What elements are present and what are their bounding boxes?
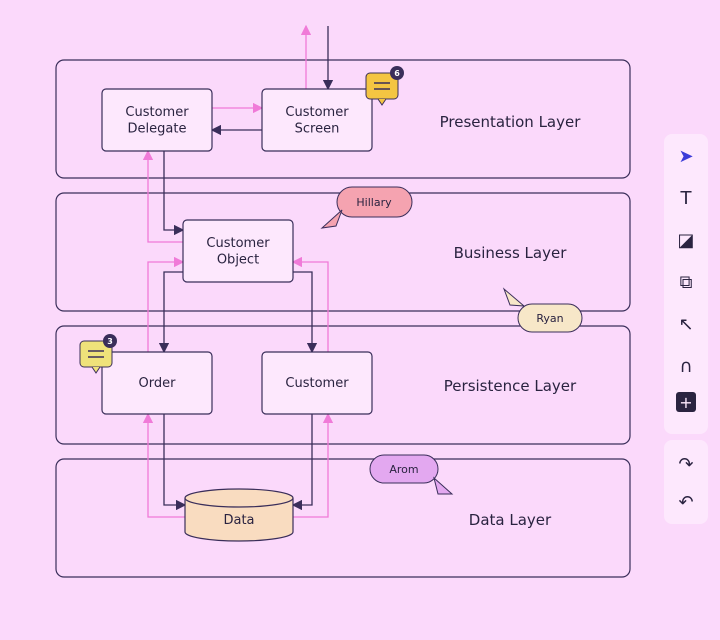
- layer-presentation-label: Presentation Layer: [440, 113, 582, 131]
- sticky-note-icon[interactable]: ◪: [677, 229, 695, 251]
- node-data-label: Data: [223, 513, 254, 528]
- cursor-arom: Arom: [369, 454, 454, 495]
- layer-presentation[interactable]: Presentation Layer: [55, 59, 631, 179]
- redo-icon[interactable]: ↷: [678, 453, 694, 475]
- text-tool-icon[interactable]: T: [680, 187, 692, 209]
- cursor-arrow-icon: [320, 209, 343, 229]
- layer-persistence-label: Persistence Layer: [444, 377, 577, 395]
- node-order[interactable]: Order: [101, 351, 213, 415]
- connector-icon[interactable]: ↖: [678, 313, 694, 335]
- cursor-ryan: Ryan: [502, 287, 583, 333]
- cursor-arom-name: Arom: [389, 463, 418, 476]
- connectors: [142, 24, 334, 518]
- node-customer[interactable]: Customer: [261, 351, 373, 415]
- layer-data[interactable]: Data Layer: [55, 458, 631, 578]
- node-order-label: Order: [139, 376, 177, 391]
- layer-data-label: Data Layer: [469, 511, 552, 529]
- comment-bubble-2[interactable]: 3: [79, 334, 117, 374]
- comment-count-badge: 3: [107, 337, 113, 346]
- node-data-cylinder[interactable]: Data: [184, 488, 294, 542]
- drawing-toolbar: ➤ T ◪ ⧉ ↖ ∩ +: [664, 134, 708, 434]
- add-icon[interactable]: +: [676, 392, 696, 412]
- select-tool-icon[interactable]: ➤: [678, 145, 694, 167]
- undo-icon[interactable]: ↶: [678, 491, 694, 513]
- cursor-hillary-name: Hillary: [356, 196, 392, 209]
- cursor-arrow-icon: [502, 287, 526, 307]
- layer-persistence[interactable]: Persistence Layer: [55, 325, 631, 445]
- cursor-arrow-icon: [433, 476, 454, 495]
- pen-icon[interactable]: ∩: [679, 355, 693, 377]
- comment-count-badge: 6: [394, 69, 400, 78]
- comment-bubble-1[interactable]: 6: [365, 66, 404, 106]
- shapes-icon[interactable]: ⧉: [679, 271, 693, 293]
- node-customer-label: Customer: [285, 376, 349, 391]
- layer-business-label: Business Layer: [454, 244, 568, 262]
- history-toolbar: ↷ ↶: [664, 440, 708, 524]
- cursor-hillary: Hillary: [320, 186, 413, 229]
- cursor-ryan-name: Ryan: [536, 312, 563, 325]
